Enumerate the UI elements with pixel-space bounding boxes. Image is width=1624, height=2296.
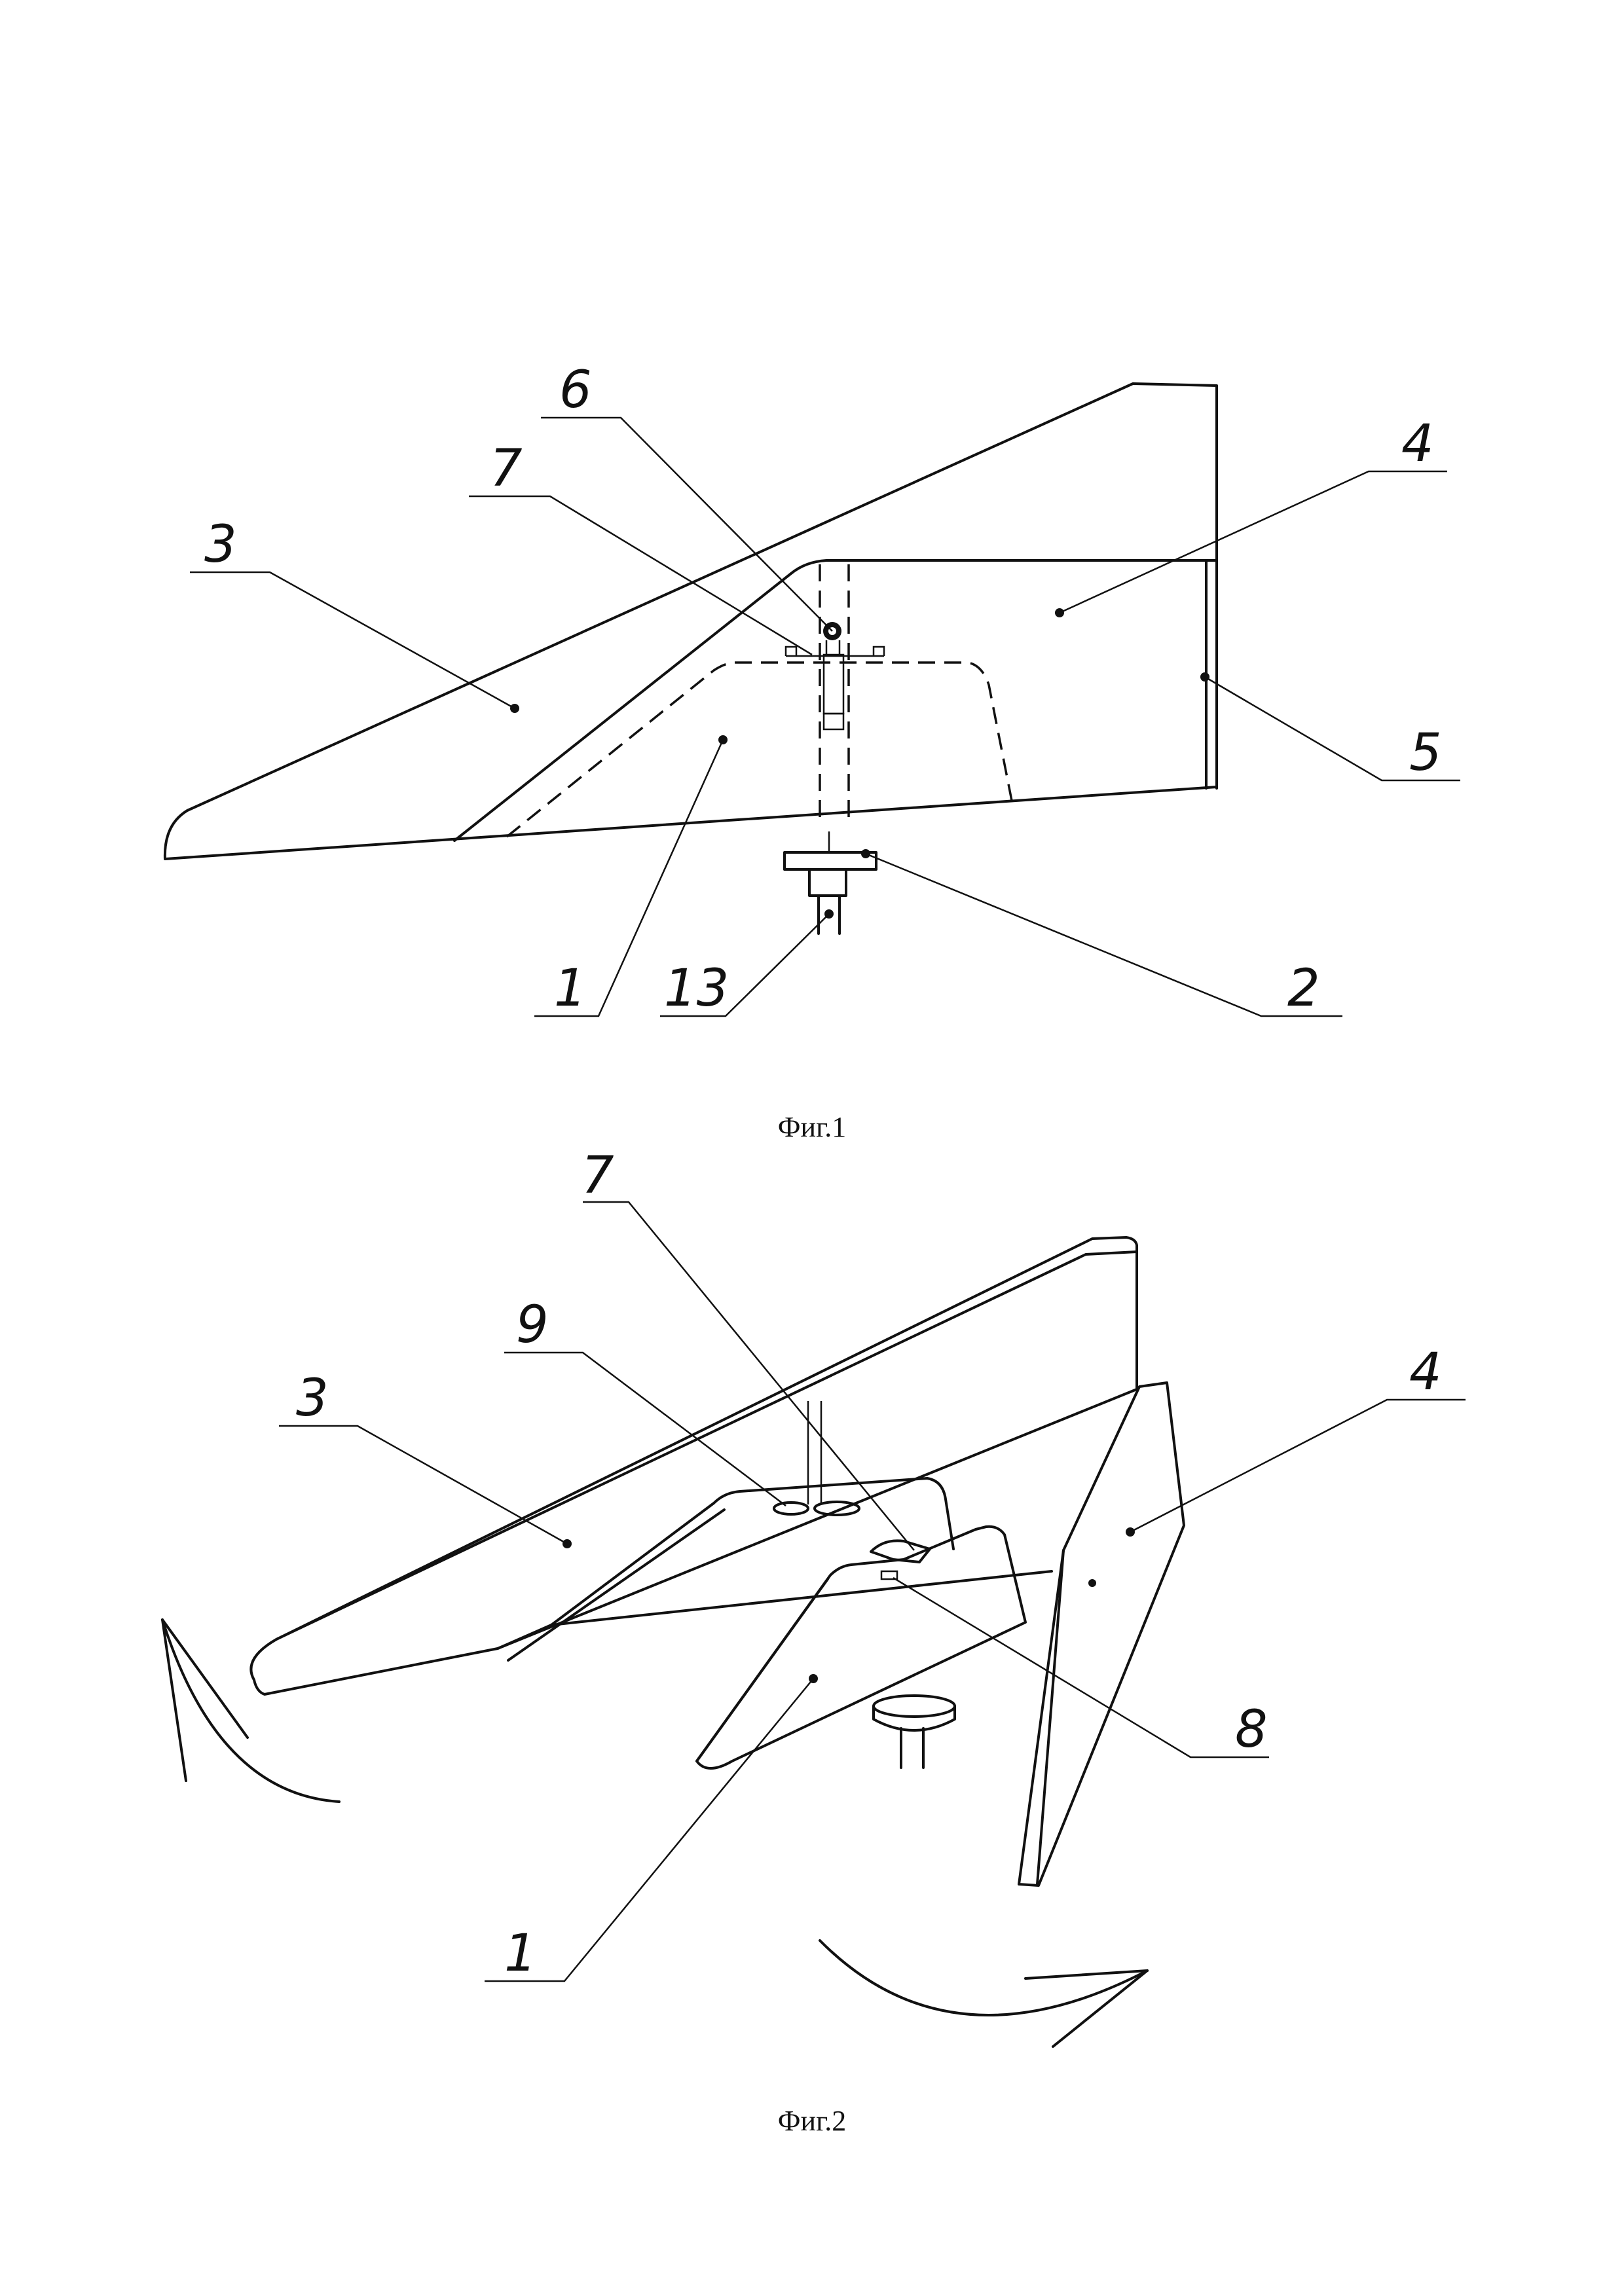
caption-fig2: Фиг.2 [778, 2105, 846, 2137]
blade-1-hidden [506, 661, 1014, 838]
label-7: 7 [581, 1146, 614, 1205]
label-8: 8 [1235, 1700, 1268, 1759]
caption-fig1: Фиг.1 [778, 1111, 846, 1143]
label-5: 5 [1409, 723, 1442, 782]
label-4: 4 [1409, 1343, 1442, 1402]
part-8 [880, 1570, 898, 1580]
label-6: 6 [559, 361, 592, 420]
label-1: 1 [504, 1924, 537, 1983]
blade-1-front [695, 1525, 1027, 1770]
shaft-13 [817, 894, 841, 935]
blade-4-outline [453, 559, 1218, 842]
fin-3-outline [163, 382, 1218, 860]
label-4: 4 [1401, 414, 1434, 473]
rotation-arrow-bottom [819, 1939, 1149, 2016]
label-3: 3 [296, 1369, 329, 1428]
figure-1: 6 7 4 3 5 1 13 2 Фиг.1 [163, 361, 1460, 1143]
figure-2: 7 9 3 4 8 1 Фиг.2 [161, 1146, 1466, 2137]
pivot-7 [870, 1539, 931, 1563]
label-3: 3 [204, 515, 237, 574]
label-13: 13 [664, 959, 729, 1018]
label-1: 1 [554, 959, 587, 1018]
fin-3-outline [249, 1236, 1138, 1696]
label-7: 7 [490, 439, 523, 498]
label-9: 9 [516, 1296, 549, 1355]
label-2: 2 [1287, 959, 1320, 1018]
rotation-arrow-left [161, 1618, 341, 1803]
